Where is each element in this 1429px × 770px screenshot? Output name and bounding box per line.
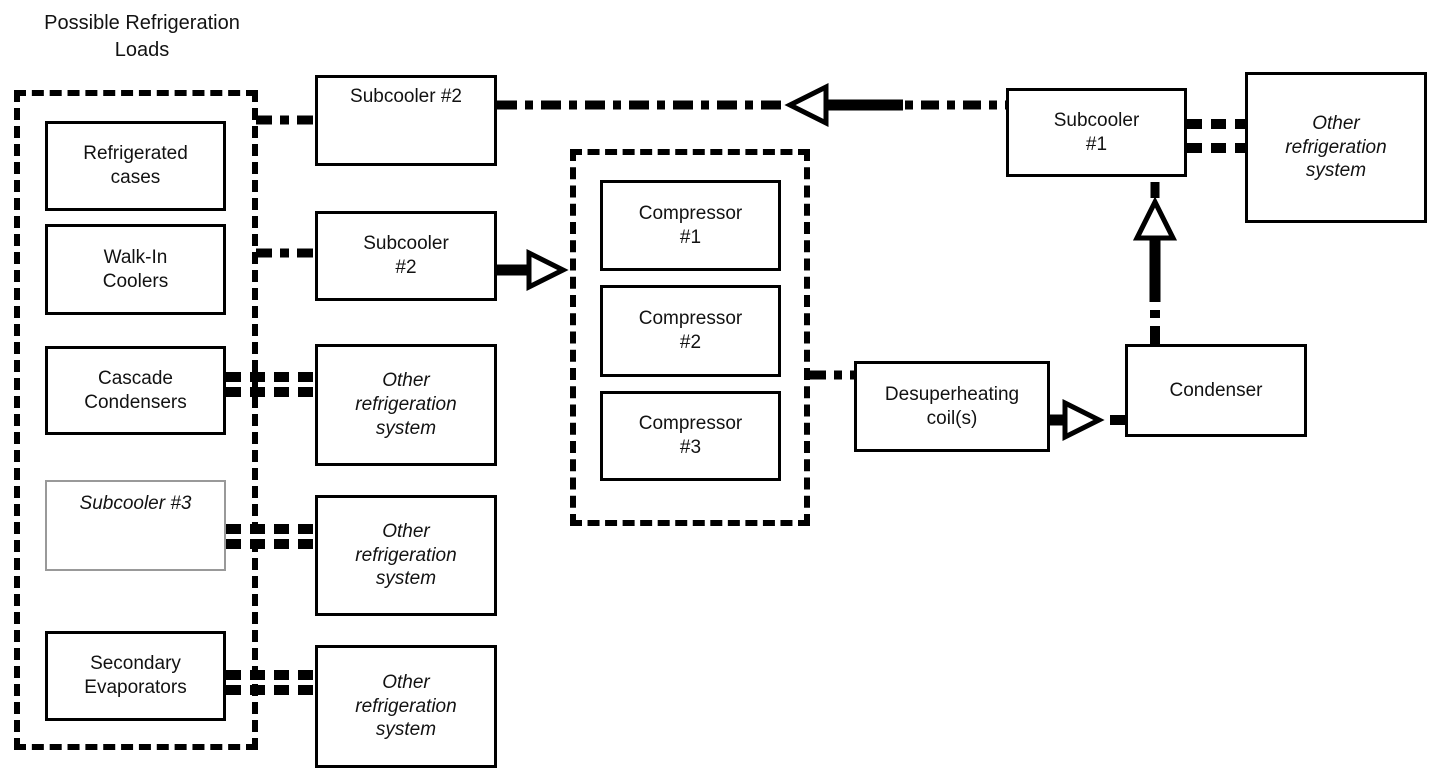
connector-condenser-to-subcooler-1 <box>1132 182 1178 344</box>
connector-desuperheating-to-condenser <box>1050 398 1125 442</box>
node-walk-in-coolers: Walk-In Coolers <box>45 224 226 315</box>
connector-subcooler-2-to-compressor-rack <box>495 248 569 292</box>
node-other-refrigeration-1: Other refrigeration system <box>315 344 497 466</box>
node-desuperheating-coils: Desuperheating coil(s) <box>854 361 1050 452</box>
connector-subcooler-1-to-other-right <box>1187 119 1245 153</box>
diagram-title: Possible Refrigeration Loads <box>44 12 240 61</box>
node-secondary-evaporators: Secondary Evaporators <box>45 631 226 721</box>
possible-refrigeration-loads-group <box>14 90 258 750</box>
node-compressor-1: Compressor #1 <box>600 180 781 271</box>
node-compressor-2: Compressor #2 <box>600 285 781 377</box>
node-condenser: Condenser <box>1125 344 1307 437</box>
node-subcooler-3: Subcooler #3 <box>45 480 226 571</box>
connector-subcooler-1-to-subcooler-2-top <box>497 82 1006 128</box>
node-subcooler-2-middle: Subcooler #2 <box>315 211 497 301</box>
node-refrigerated-cases: Refrigerated cases <box>45 121 226 211</box>
node-cascade-condensers: Cascade Condensers <box>45 346 226 435</box>
node-subcooler-1: Subcooler #1 <box>1006 88 1187 177</box>
node-subcooler-2-top: Subcooler #2 <box>315 75 497 166</box>
node-other-refrigeration-right: Other refrigeration system <box>1245 72 1427 223</box>
node-other-refrigeration-2: Other refrigeration system <box>315 495 497 616</box>
node-other-refrigeration-3: Other refrigeration system <box>315 645 497 768</box>
node-compressor-3: Compressor #3 <box>600 391 781 481</box>
compressor-rack-group <box>570 149 810 526</box>
